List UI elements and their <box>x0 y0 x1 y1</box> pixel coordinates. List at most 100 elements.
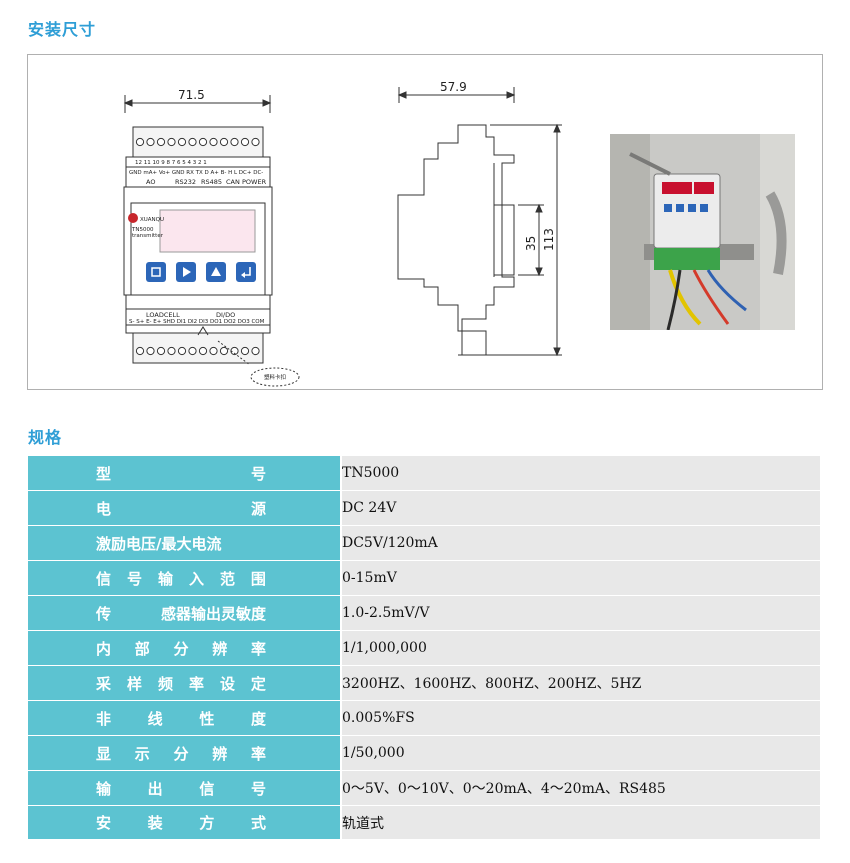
terminal-screw <box>146 137 155 147</box>
spec-label-part: 线 <box>147 709 163 728</box>
spec-row: 安装方式轨道式 <box>28 805 820 840</box>
terminal-screw <box>177 137 187 147</box>
spec-label: 内部分辨率 <box>28 630 341 666</box>
group-can: CAN <box>226 178 240 186</box>
spec-label-part: 率 <box>250 639 266 658</box>
spec-label-part: 输 <box>157 569 173 588</box>
group-rs485: RS485 <box>201 178 222 186</box>
spec-label-part: 号 <box>250 464 266 483</box>
spec-label-part: 围 <box>250 569 266 588</box>
terminal-screw <box>219 346 229 356</box>
bottom-terminal-screws <box>135 346 260 356</box>
spec-title: 规格 <box>28 428 63 447</box>
terminal-screw <box>167 137 176 147</box>
spec-label-part: 安 <box>96 814 112 832</box>
spec-label-part: 式 <box>250 814 266 832</box>
spec-label-part: 传 <box>96 604 112 623</box>
spec-label-part: 度 <box>250 709 266 728</box>
installed-device-image <box>610 134 795 330</box>
rail-height-label: 35 <box>524 236 538 251</box>
front-view <box>123 95 300 387</box>
spec-label-part: 设 <box>219 674 235 693</box>
dimension-drawing: 71.5 12 11 10 9 8 7 6 5 4 3 2 1 GND mA+ … <box>123 80 562 387</box>
spec-value: 3200HZ、1600HZ、800HZ、200HZ、5HZ <box>340 665 820 701</box>
terminal-screw <box>167 346 176 356</box>
bottom-pin-labels: S- S+ E- E+ SHD DI1 DI2 DI3 DO1 DO2 DO3 … <box>129 319 265 325</box>
spec-label: 输出信号 <box>28 770 341 806</box>
top-terminal-groups: AO RS232 RS485 CAN POWER <box>146 178 267 186</box>
spec-label-part: 激励电压/最大电流 <box>96 534 222 553</box>
spec-label-part: 频 <box>157 674 173 693</box>
spec-label-part: 显 <box>96 744 112 763</box>
installed-device-photo <box>610 134 795 330</box>
side-depth-label: 57.9 <box>440 80 467 94</box>
spec-label-part: 信 <box>199 779 215 798</box>
spec-value: TN5000 <box>340 456 820 491</box>
terminal-screw <box>135 137 145 147</box>
spec-label-part: 性 <box>199 709 215 728</box>
install-size-title: 安装尺寸 <box>28 20 97 39</box>
spec-label: 信号输入范围 <box>28 560 341 596</box>
terminal-screw <box>198 137 208 147</box>
device-model-small: TN5000 <box>131 227 154 233</box>
total-height-label: 113 <box>542 228 556 251</box>
spec-value: 0～5V、0～10V、0～20mA、4～20mA、RS485 <box>340 770 820 806</box>
terminal-screw <box>188 346 197 356</box>
spec-label-part: 范 <box>219 569 235 588</box>
spec-label: 显示分辨率 <box>28 735 341 771</box>
spec-label-part: 装 <box>147 814 163 832</box>
spec-label-part: 入 <box>188 569 204 588</box>
spec-label-part: 采 <box>96 674 112 693</box>
terminal-screw <box>146 346 155 356</box>
clip-callout-label: 塑料卡扣 <box>264 373 286 381</box>
spec-label: 型号 <box>28 456 341 491</box>
spec-label-part: 定 <box>250 674 266 693</box>
spec-value: 0-15mV <box>340 560 820 596</box>
spec-label-part: 部 <box>134 639 150 658</box>
top-terminal-screws <box>135 137 260 147</box>
bottom-group-dido: DI/DO <box>216 311 235 319</box>
terminal-screw <box>240 137 250 147</box>
spec-label-part: 方 <box>199 814 215 832</box>
spec-label-part: 分 <box>173 744 189 763</box>
spec-label-part: 样 <box>126 674 142 693</box>
terminal-screw <box>198 346 208 356</box>
device-model-sub: transmitter <box>132 233 164 239</box>
terminal-screw <box>230 137 239 147</box>
spec-label-part: 输 <box>96 779 112 798</box>
terminal-screw <box>209 346 218 356</box>
terminal-screw <box>156 137 166 147</box>
spec-label: 非线性度 <box>28 700 341 736</box>
spec-label: 传 感器输出灵敏度 <box>28 595 341 631</box>
spec-value: 1/1,000,000 <box>340 630 820 666</box>
spec-label-part: 率 <box>250 744 266 763</box>
spec-label: 采样频率设定 <box>28 665 341 701</box>
bottom-group-loadcell: LOADCELL <box>146 311 180 319</box>
spec-label-part: 率 <box>188 674 204 693</box>
top-pin-numbers: 12 11 10 9 8 7 6 5 4 3 2 1 <box>135 160 207 166</box>
spec-label-part: 内 <box>96 639 112 658</box>
terminal-screw <box>251 137 260 147</box>
spec-value: 1.0-2.5mV/V <box>340 595 820 631</box>
terminal-screw <box>251 346 260 356</box>
spec-label-part: 信 <box>96 569 112 588</box>
spec-label-part: 感器输出灵敏度 <box>160 604 266 623</box>
terminal-screw <box>188 137 197 147</box>
side-view <box>397 87 562 357</box>
spec-label-part: 电 <box>96 499 112 518</box>
terminal-screw <box>135 346 145 356</box>
terminal-screw <box>240 346 250 356</box>
spec-label-part: 辨 <box>212 639 228 658</box>
terminal-screw <box>209 137 218 147</box>
spec-label-part: 源 <box>250 499 266 518</box>
terminal-screw <box>177 346 187 356</box>
spec-label: 激励电压/最大电流 <box>28 525 341 561</box>
terminal-screw <box>156 346 166 356</box>
